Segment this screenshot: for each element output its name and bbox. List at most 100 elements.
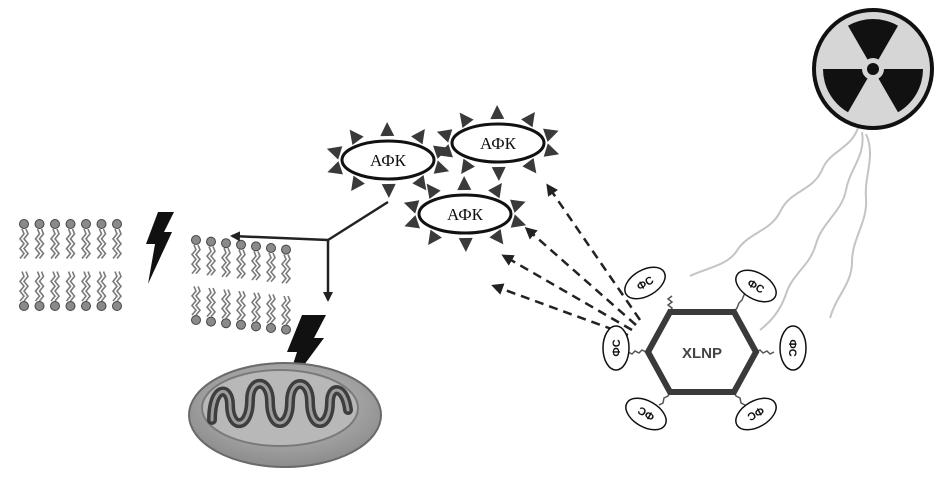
lipid-head (50, 219, 60, 229)
lipid-tail (209, 246, 217, 276)
lipid-head (266, 323, 276, 333)
ros-spike (351, 175, 365, 192)
ros-cluster-3: АФК (403, 176, 527, 252)
lipid-head (50, 301, 60, 311)
ros-damage-arrows (230, 200, 389, 302)
ros-spike (437, 144, 453, 158)
lipid-head (206, 236, 216, 247)
lipid-tail (96, 228, 103, 259)
ros-spike (404, 215, 420, 229)
ros-spike (510, 214, 527, 228)
lipid-tail (194, 244, 202, 275)
lipid-head (81, 219, 91, 229)
lipid-tail (65, 228, 72, 259)
ros-spike (543, 143, 560, 157)
lipid-head (251, 241, 261, 252)
photosensitizer-right: ФС (779, 325, 807, 371)
ros-spike (412, 175, 427, 191)
ros-spike (521, 111, 535, 128)
lipid-tail (96, 271, 103, 302)
lipid-tail (22, 228, 30, 259)
lipid-tail (250, 292, 258, 322)
ros-label: АФК (480, 134, 517, 153)
lipid-bilayer-left-icon (18, 219, 123, 311)
ros-spike (543, 128, 559, 142)
lipid-tail (280, 295, 288, 326)
lipid-tail (18, 271, 26, 302)
lipid-tail (205, 287, 213, 318)
lipid-tail (65, 271, 72, 302)
lipid-tail (194, 286, 202, 316)
lipid-tail (209, 287, 217, 318)
lipid-tail (34, 228, 41, 259)
nanoparticle-label: XLNP (682, 345, 722, 362)
lipid-head (191, 235, 201, 245)
mitochondrion-icon (188, 362, 382, 468)
ros-spike (489, 229, 504, 245)
lipid-bilayer-right-icon (190, 235, 292, 335)
lightning-icon-left (146, 212, 174, 284)
ros-spike (433, 160, 450, 174)
ros-label: АФК (370, 151, 407, 170)
lipid-tail (115, 271, 123, 302)
ros-spike (380, 122, 395, 137)
photosensitizer-bottom-right: ФС (735, 397, 777, 431)
lipid-head (34, 301, 45, 311)
lipid-tail (250, 251, 258, 281)
radiation-icon (812, 8, 934, 130)
lipid-tail (239, 290, 247, 321)
lipid-tail (80, 271, 88, 302)
lipid-tail (111, 228, 119, 259)
lipid-tail (84, 228, 92, 259)
ros-spike (428, 229, 442, 246)
lipid-head (266, 243, 276, 253)
ros-spike (381, 183, 396, 198)
lipid-tail (224, 289, 232, 319)
lipid-tail (190, 286, 198, 316)
ros-spike (458, 237, 473, 252)
lipid-head (206, 316, 216, 327)
ros-spike (461, 158, 475, 175)
ros-spike (426, 183, 441, 199)
lipid-head (281, 244, 291, 255)
lipid-tail (53, 271, 61, 302)
ros-spike (403, 200, 420, 214)
ros-spike (349, 129, 364, 145)
lipid-tail (280, 254, 288, 284)
ros-cluster-1: АФК (326, 122, 450, 198)
lipid-head (34, 219, 45, 229)
svg-text:ФС: ФС (611, 339, 623, 356)
lipid-head (19, 301, 29, 311)
lipid-tail (220, 289, 228, 319)
lipid-tail (269, 252, 277, 283)
ros-label: АФК (447, 205, 484, 224)
lipid-head (96, 301, 107, 311)
lipid-tail (100, 228, 107, 259)
lipid-head (221, 318, 231, 329)
svg-text:ФС: ФС (786, 339, 798, 356)
lipid-tail (18, 228, 26, 259)
radiation-waves (689, 127, 871, 331)
lipid-tail (190, 244, 198, 275)
nanoparticle-xlnp: XLNP (644, 309, 760, 395)
lipid-head (19, 219, 29, 229)
lipid-head (65, 219, 76, 229)
lipid-tail (269, 294, 277, 324)
ros-spike (327, 161, 343, 175)
lipid-tail (38, 271, 45, 302)
lipid-tail (224, 247, 232, 278)
lipid-tail (111, 271, 119, 302)
lipid-tail (80, 228, 88, 259)
lipid-tail (284, 254, 292, 284)
lipid-tail (38, 228, 45, 259)
ros-spike (459, 112, 474, 128)
lipid-tail (100, 271, 107, 302)
lipid-head (236, 239, 246, 250)
ros-spike (488, 182, 502, 199)
ros-cluster-2: АФК (436, 105, 560, 181)
ros-spike (436, 129, 453, 143)
lipid-tail (265, 294, 273, 324)
photosensitizer-top-right: ФС (735, 269, 777, 303)
ros-spike (510, 199, 526, 213)
